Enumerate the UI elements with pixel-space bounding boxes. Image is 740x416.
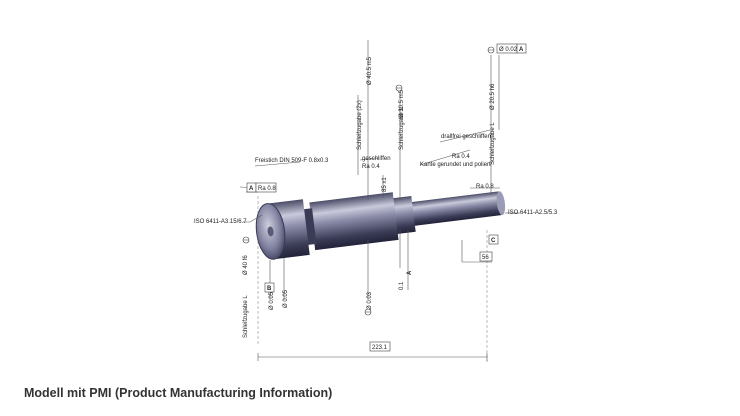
label-dim-405: Ø 40.5 m5 <box>367 56 373 85</box>
label-schleif-right: Schleifzugabe L <box>490 122 496 165</box>
label-drallfrei: drallfrei geschliffen <box>441 134 491 140</box>
label-runout-03: Ø 0.03 <box>367 291 373 310</box>
label-dim-56: 56 <box>482 255 489 261</box>
center-hole-left <box>267 226 274 237</box>
label-kante: Kante gerundet und poliert <box>420 162 491 168</box>
label-tol-top: Ø 0.02 <box>499 47 518 53</box>
label-iso-left: ISO 6411-A3.15/6.7 <box>194 219 247 225</box>
label-dim-223: 223.1 <box>372 345 388 351</box>
label-tol-01: 0.1 <box>399 281 405 290</box>
label-ra-left: Ra 0.8 <box>258 186 276 192</box>
shaft-end-right <box>496 191 506 216</box>
datum-symbols <box>242 46 495 316</box>
label-ra-04-b: Ra 0.4 <box>452 154 470 160</box>
shaft-model <box>255 191 506 260</box>
shaft-section-d405 <box>309 192 399 251</box>
label-circ-mid-left: Ø 0.05 <box>283 289 289 308</box>
label-dim-205: Ø 20.5 h6 <box>490 83 496 110</box>
label-geschliffen: geschliffen <box>362 156 391 162</box>
label-dim-85: 85 x1 <box>382 177 388 192</box>
label-datum-ac: A <box>407 270 413 275</box>
label-schleif-left: Schleifzugabe L <box>243 295 249 338</box>
label-freistich: Freistich DIN 509-F 0.8x0.3 <box>255 158 329 164</box>
label-schleifzugabe-2x: Schleifzugabe (2x) <box>357 100 363 150</box>
label-datum-a: A <box>249 186 254 192</box>
label-tol-40: Ø 40 f6 <box>243 255 249 275</box>
label-iso-right: ISO 6411-A2.5/5.3 <box>508 210 558 216</box>
label-schleif-mid: Schleifzugabe L <box>399 107 405 150</box>
label-dim-305: Ø 30.5 m5 <box>399 89 405 118</box>
label-datum-top: A <box>519 47 524 53</box>
feature-frames <box>246 43 527 352</box>
label-ra-04-a: Ra 0.4 <box>362 164 380 170</box>
pmi-annotations: Freistich DIN 509-F 0.8x0.3 A Ra 0.8 ISO… <box>194 47 558 351</box>
figure-caption: Modell mit PMI (Product Manufacturing In… <box>24 386 333 400</box>
label-ra-08-right: Ra 0.8 <box>476 184 494 190</box>
shaft-section-d20 <box>408 191 503 227</box>
label-b: B <box>267 286 272 292</box>
label-circ-left: Ø 0.05 <box>269 291 275 310</box>
dimension-lines <box>239 40 520 362</box>
label-datum-c: C <box>491 238 496 244</box>
